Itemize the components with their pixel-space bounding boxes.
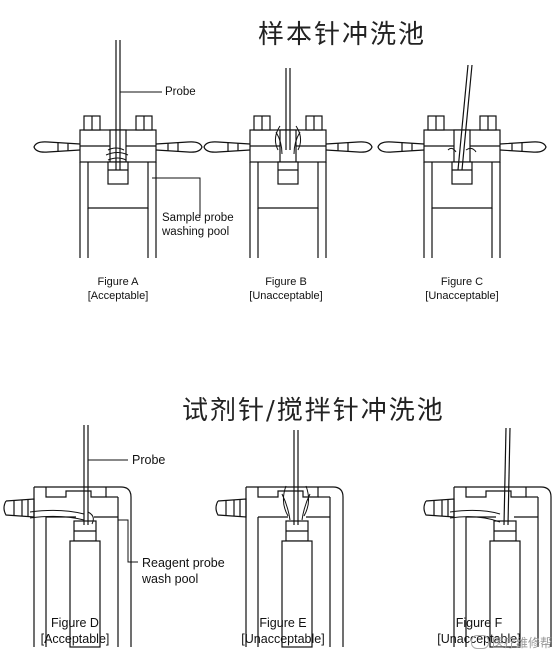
callout-sample-pool: Sample probe washing pool [162, 211, 234, 239]
figure-a-name: Figure A [97, 276, 139, 288]
figure-f-caption: Figure F [Unacceptable] [404, 615, 554, 647]
figure-f-name: Figure F [455, 616, 503, 630]
callout-reagent-pool-line2: wash pool [142, 572, 199, 586]
callout-sample-pool-line2: washing pool [162, 226, 230, 238]
figure-e-status: [Unacceptable] [241, 632, 325, 646]
figure-d-drawing [3, 425, 138, 648]
figure-c-status: [Unacceptable] [425, 290, 499, 302]
wechat-icon [470, 635, 489, 649]
figure-b-name: Figure B [265, 276, 307, 288]
watermark: 医疗维修帮 [470, 634, 552, 651]
figure-e-drawing [215, 430, 344, 648]
figure-b-caption: Figure B [Unacceptable] [216, 275, 356, 303]
callout-probe-bottom: Probe [132, 453, 166, 467]
watermark-text: 医疗维修帮 [491, 636, 552, 650]
section-title-reagent-wash: 试剂针/搅拌针冲洗池 [182, 396, 445, 426]
figure-a-status: [Acceptable] [87, 290, 149, 302]
figure-e-caption: Figure E [Unacceptable] [208, 615, 358, 647]
callout-probe-top: Probe [165, 86, 196, 98]
figure-b-status: [Unacceptable] [249, 290, 323, 302]
callout-sample-pool-line1: Sample probe [162, 212, 234, 224]
section-title-sample-wash: 样本针冲洗池 [258, 20, 427, 50]
figure-c-drawing [377, 64, 547, 259]
figure-f-status: [Unacceptable] [437, 632, 521, 646]
figure-c-name: Figure C [440, 276, 484, 288]
figure-d-caption: Figure D [Acceptable] [0, 615, 150, 647]
figure-d-status: [Acceptable] [40, 632, 110, 646]
figure-f-drawing [423, 427, 552, 648]
callout-reagent-pool-line1: Reagent probe [142, 556, 225, 570]
figure-c-caption: Figure C [Unacceptable] [392, 275, 532, 303]
figure-d-name: Figure D [51, 616, 99, 630]
figure-a-drawing [33, 40, 203, 259]
figure-e-name: Figure E [259, 616, 307, 630]
figure-b-drawing [203, 68, 373, 259]
callout-reagent-pool: Reagent probe wash pool [142, 555, 225, 587]
figure-a-caption: Figure A [Acceptable] [48, 275, 188, 303]
